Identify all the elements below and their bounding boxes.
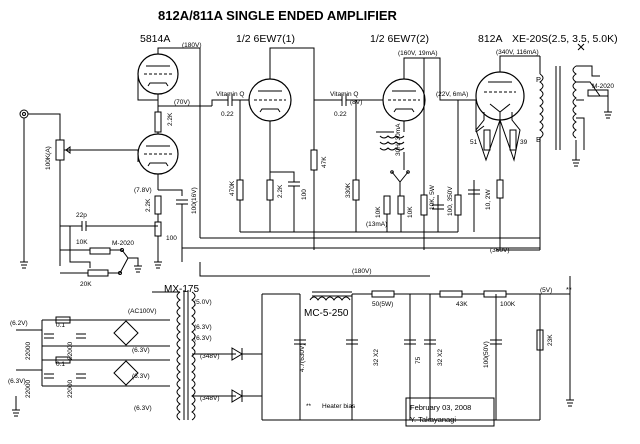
component-labels: Vitamin Q 0.22 Vitamin Q 0.22 2.2K 100K(… — [25, 75, 614, 410]
choke-label: MC-5-250 — [304, 308, 349, 319]
res-10k-b: 10K — [407, 206, 414, 218]
voltage-22v: (22V, 6mA) — [436, 91, 468, 98]
res-51: 51 — [470, 139, 478, 146]
res-10k-5w: 10K, 5W — [429, 184, 436, 210]
res-470k: 470K — [229, 180, 236, 196]
res-330k: 330K — [345, 182, 352, 198]
cap-100-b: 100 — [301, 189, 308, 200]
current-13ma: (13mA) — [366, 221, 387, 228]
voltage-5v: (5V) — [540, 287, 552, 294]
tube-label-812a: 812A — [478, 33, 503, 45]
cap-22000-d: 22000 — [67, 380, 74, 398]
res-0-1-a: 0.1 — [56, 322, 65, 329]
res-43k: 43K — [456, 301, 468, 308]
cap-32-x2-a: 32 X2 — [373, 349, 380, 366]
tube-5814a-upper — [137, 53, 179, 95]
voltage-70v: (70V) — [174, 99, 190, 106]
power-transformer-label: MX-175 — [164, 284, 199, 295]
cap-22000-a: 22000 — [25, 342, 32, 360]
voltage-360v: (360V) — [490, 247, 510, 254]
res-20k: 20K — [80, 281, 92, 288]
voltage-6-2v: (6.2V) — [10, 320, 28, 327]
voltage-180v-top: (180V) — [182, 42, 202, 49]
voltage-6-3v-e: (6.3V) — [134, 405, 152, 412]
voltage-348v-a: (348V) — [200, 353, 220, 360]
cap-4-7-630v: 4.7(630V) — [299, 343, 306, 372]
tube-5814a-lower — [137, 133, 179, 175]
tube-label-6ew7-1: 1/2 6EW7(1) — [236, 33, 295, 45]
cap-22p: 22p — [76, 212, 87, 219]
voltage-348v-b: (348V) — [200, 395, 220, 402]
voltage-ac100v: (AC100V) — [128, 308, 157, 315]
cap-100-16v: 100(16V) — [191, 187, 198, 214]
note-author: Y. Takayanagi — [410, 415, 456, 424]
voltage-180v-mid: (180V) — [352, 268, 372, 275]
cap-100-350v: 100, 350V — [447, 186, 454, 216]
voltage-8v: (8V) — [350, 99, 362, 106]
tube-6ew7-2 — [382, 78, 426, 122]
tube-6ew7-1 — [248, 78, 292, 122]
res-2-2k-c: 2.2K — [277, 184, 284, 198]
res-10k: 10K — [76, 239, 88, 246]
res-10k-a: 10K — [375, 206, 382, 218]
voltage-6-3v-a: (6.3V) — [194, 324, 212, 331]
cap-100-50v: 100(50V) — [483, 341, 490, 368]
res-10-2w: 10, 2W — [485, 189, 492, 210]
res-2-2k-a: 2.2K — [167, 112, 174, 126]
cap-32-x2-b: 32 X2 — [437, 349, 444, 366]
cap-22000-c: 22000 — [25, 380, 32, 398]
res-2-2k-b: 2.2K — [145, 198, 152, 212]
tube-label-6ew7-2: 1/2 6EW7(2) — [370, 33, 429, 45]
output-transformer-label: XE-20S(2.5, 3.5, 5.0K) — [512, 33, 618, 45]
pot-100k: 100K(A) — [45, 146, 52, 170]
voltage-7-8v: (7.8V) — [134, 187, 152, 194]
cap-value-1: 0.22 — [221, 111, 234, 118]
voltage-labels: (180V) (70V) (8V) (160V, 19mA) (340V, 11… — [8, 42, 552, 412]
switch-m2020-left: M-2020 — [112, 240, 134, 247]
signal-wiring — [19, 43, 612, 277]
schematic-title: 812A/811A SINGLE ENDED AMPLIFIER — [158, 8, 397, 23]
voltage-340v: (340V, 116mA) — [496, 49, 539, 56]
switch-m2020-right: M-2020 — [592, 83, 614, 90]
cap-value-2: 0.22 — [334, 111, 347, 118]
voltage-6-3v-c: (6.3V) — [132, 373, 150, 380]
tube-label-5814a: 5814A — [140, 33, 170, 45]
heater-bias-marker-note: ** — [306, 403, 312, 410]
res-47k: 47K — [321, 156, 328, 168]
voltage-160v: (160V, 19mA) — [398, 50, 438, 57]
voltage-6-3v-d: (6.3V) — [194, 335, 212, 342]
voltage-5-0v: (5.0V) — [194, 299, 212, 306]
heater-bias-note: Heater bias — [322, 403, 356, 410]
voltage-6-3v-left: (6.3V) — [8, 378, 26, 385]
note-date: February 03, 2008 — [410, 403, 471, 412]
res-39: 39 — [520, 139, 528, 146]
cap-75: 75 — [415, 356, 422, 364]
heater-bias-marker: ** — [566, 285, 572, 294]
res-23k: 23K — [547, 334, 554, 346]
voltage-6-3v-b: (6.3V) — [132, 347, 150, 354]
tube-812a — [475, 71, 525, 121]
cap-vitamin-q-2: Vitamin Q — [330, 91, 358, 98]
choke-30h: 30H, 30mA — [395, 123, 402, 156]
res-100: 100 — [166, 235, 177, 242]
opt-pin-p: P — [536, 75, 541, 84]
res-50-5w: 50(5W) — [372, 301, 393, 308]
cap-vitamin-q-1: Vitamin Q — [216, 91, 244, 98]
author-note-box: February 03, 2008 Y. Takayanagi — [405, 397, 495, 427]
res-0-1-b: 0.1 — [56, 361, 65, 368]
res-100k-b: 100K — [500, 301, 516, 308]
cap-22000-b: 22000 — [67, 342, 74, 360]
opt-pin-b: B — [536, 135, 541, 144]
